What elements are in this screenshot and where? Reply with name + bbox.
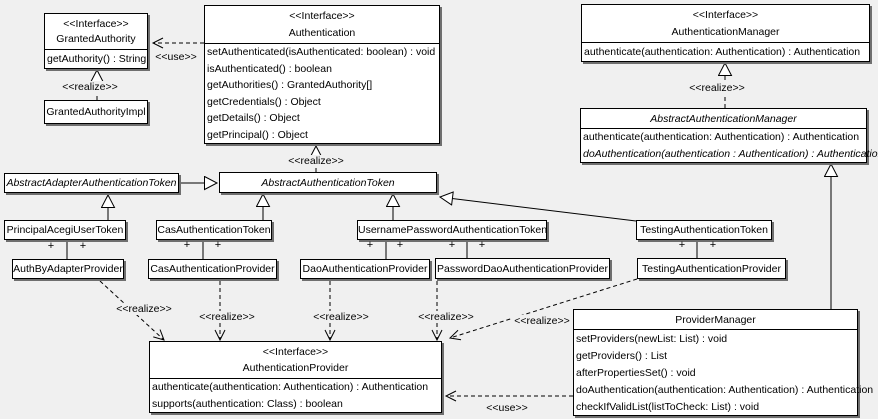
association-end-label: + — [396, 239, 404, 251]
method-label: supports(authentication: Class) : boolea… — [152, 397, 343, 410]
class-name: AbstractAdapterAuthenticationToken — [6, 177, 177, 189]
class-name: TestingAuthenticationToken — [640, 224, 768, 236]
association-end-label: + — [678, 239, 686, 251]
realize-label: <<realize>> — [416, 311, 476, 323]
association-end-label: + — [448, 239, 456, 251]
class-name: ProviderManager — [675, 313, 756, 326]
realize-label: <<realize>> — [512, 315, 572, 327]
realize-label: <<realize>> — [60, 81, 120, 93]
class-name: AuthByAdapterProvider — [13, 263, 123, 275]
use-label: <<use>> — [484, 402, 530, 414]
class-name: PrincipalAcegiUserToken — [6, 224, 124, 236]
method-label: afterPropertiesSet() : void — [576, 366, 696, 379]
class-name: GrantedAuthorityImpl — [46, 106, 146, 118]
realize-label: <<realize>> — [197, 311, 257, 323]
stereotype-label: <<Interface>> — [63, 17, 129, 30]
method-label: checkIfValidList(listToCheck: List) : vo… — [576, 400, 760, 413]
method-label: isAuthenticated() : boolean — [207, 62, 332, 75]
realize-label: <<realize>> — [687, 82, 747, 94]
class-testing-authentication-token: TestingAuthenticationToken — [636, 220, 772, 240]
method-label: setProviders(newList: List) : void — [576, 332, 728, 345]
class-abstract-adapter-authentication-token: AbstractAdapterAuthenticationToken — [4, 173, 179, 193]
realize-label: <<realize>> — [311, 311, 371, 323]
class-header: <<Interface>> AuthenticationProvider — [150, 342, 441, 378]
association-end-label: + — [214, 239, 222, 251]
class-header: <<Interface>> Authentication — [205, 6, 439, 43]
stereotype-label: <<Interface>> — [692, 9, 759, 22]
class-username-password-authentication-token: UsernamePasswordAuthenticationToken — [357, 220, 547, 240]
class-name: DaoAuthenticationProvider — [302, 263, 428, 275]
class-authentication: <<Interface>> Authentication setAuthenti… — [204, 5, 440, 144]
method-label: getCredentials() : Object — [207, 95, 321, 108]
class-password-dao-authentication-provider: PasswordDaoAuthenticationProvider — [435, 258, 610, 279]
class-name: TestingAuthenticationProvider — [642, 262, 781, 275]
method-label: getAuthority() : String — [47, 53, 147, 65]
class-cas-authentication-provider: CasAuthenticationProvider — [148, 259, 277, 279]
method-label: authenticate(authentication: Authenticat… — [584, 46, 861, 58]
stereotype-label: <<Interface>> — [262, 346, 329, 358]
class-granted-authority-impl: GrantedAuthorityImpl — [44, 100, 148, 124]
edge-generalization-testing-to-token — [440, 197, 637, 222]
stereotype-label: <<Interface>> — [289, 10, 355, 23]
edge-realize-testing-provider — [448, 278, 638, 341]
class-dao-authentication-provider: DaoAuthenticationProvider — [300, 259, 430, 279]
class-name: AuthenticationManager — [671, 25, 780, 38]
class-header: ProviderManager — [574, 310, 857, 329]
class-header: <<Interface>> AuthenticationManager — [582, 5, 869, 42]
method-label: authenticate(authentication: Authenticat… — [152, 381, 429, 394]
method-label: setAuthenticated(isAuthenticated: boolea… — [207, 46, 436, 59]
class-abstract-authentication-manager: AbstractAuthenticationManager authentica… — [580, 108, 878, 163]
association-end-label: + — [709, 239, 717, 251]
method-label: getDetails() : Object — [207, 112, 300, 125]
class-header: AbstractAuthenticationManager — [581, 109, 866, 128]
class-name: CasAuthenticationToken — [157, 224, 271, 236]
class-principal-acegi-user-token: PrincipalAcegiUserToken — [4, 220, 126, 240]
association-end-label: + — [79, 240, 87, 252]
class-authentication-manager: <<Interface>> AuthenticationManager auth… — [581, 4, 870, 62]
association-end-label: + — [478, 239, 486, 251]
class-name: PasswordDaoAuthenticationProvider — [436, 262, 608, 275]
method-label: getProviders() : List — [576, 349, 668, 362]
class-name: Authentication — [288, 26, 356, 39]
class-testing-authentication-provider: TestingAuthenticationProvider — [637, 258, 786, 279]
class-name: AbstractAuthenticationToken — [261, 176, 395, 189]
method-label: getAuthorities() : GrantedAuthority[] — [207, 79, 373, 92]
class-name: AuthenticationProvider — [242, 362, 349, 374]
association-end-label: + — [183, 239, 191, 251]
class-abstract-authentication-token: AbstractAuthenticationToken — [219, 172, 437, 193]
class-cas-authentication-token: CasAuthenticationToken — [156, 220, 272, 240]
class-granted-authority: <<Interface>> GrantedAuthority getAuthor… — [44, 13, 148, 69]
association-end-label: + — [47, 240, 55, 252]
realize-label: <<realize>> — [114, 303, 174, 315]
use-label: <<use>> — [153, 51, 199, 63]
method-label: authenticate(authentication: Authenticat… — [583, 131, 860, 144]
class-name: CasAuthenticationProvider — [150, 263, 275, 275]
method-label: doAuthentication(authentication : Authen… — [583, 147, 878, 160]
class-name: GrantedAuthority — [56, 33, 136, 46]
class-auth-by-adapter-provider: AuthByAdapterProvider — [12, 259, 124, 279]
class-name: AbstractAuthenticationManager — [650, 112, 797, 125]
class-provider-manager: ProviderManager setProviders(newList: Li… — [573, 309, 874, 416]
class-header: <<Interface>> GrantedAuthority — [45, 14, 147, 49]
realize-label: <<realize>> — [286, 155, 346, 167]
method-label: doAuthentication(authentication: Authent… — [576, 383, 874, 396]
class-authentication-provider: <<Interface>> AuthenticationProvider aut… — [149, 341, 442, 413]
class-name: UsernamePasswordAuthenticationToken — [358, 224, 548, 236]
association-end-label: + — [366, 239, 374, 251]
method-label: getPrincipal() : Object — [207, 128, 308, 141]
